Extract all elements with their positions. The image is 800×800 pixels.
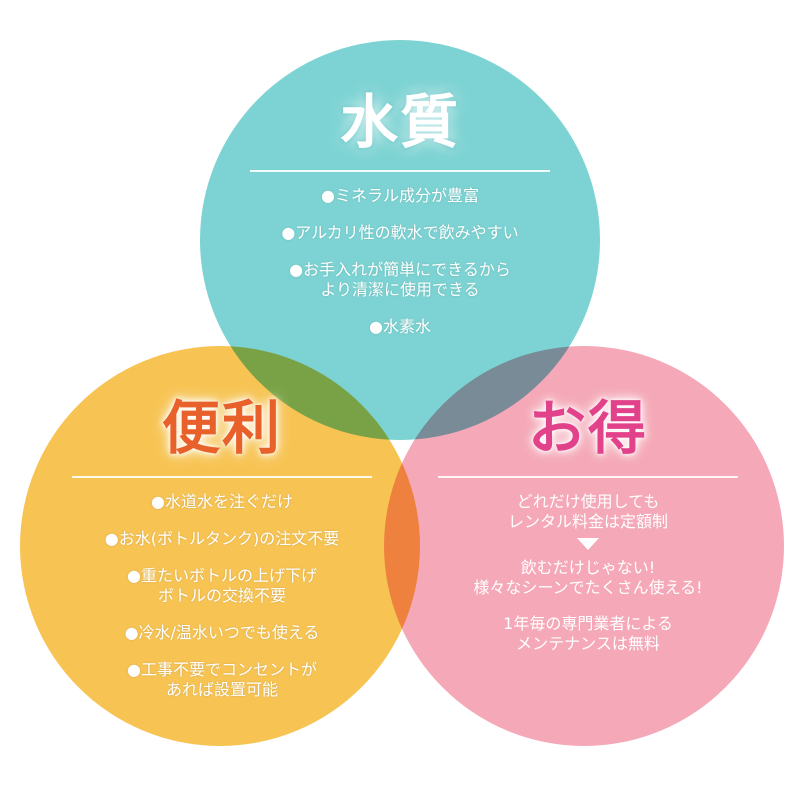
list-line: ●重たいボトルの上げ下げ xyxy=(127,566,317,585)
list-line: 様々なシーンでたくさん使える! xyxy=(473,578,703,597)
value-title: お得 xyxy=(527,394,648,462)
list-line: ●冷水/温水いつでも使える xyxy=(124,623,320,642)
list-line: 1年毎の専門業者による xyxy=(503,614,673,633)
list-item: 飲むだけじゃない! 様々なシーンでたくさん使える! xyxy=(418,558,758,598)
list-line: あれば設置可能 xyxy=(165,680,278,699)
list-line: ●ミネラル成分が豊富 xyxy=(321,186,479,205)
list-line: 飲むだけじゃない! xyxy=(520,558,656,577)
list-line: ●工事不要でコンセントが xyxy=(127,660,317,679)
water-quality-divider xyxy=(250,170,550,172)
list-item: ●お手入れが簡単にできるから より清潔に使用できる xyxy=(230,260,570,300)
list-item: ●重たいボトルの上げ下げ ボトルの交換不要 xyxy=(52,566,392,606)
list-line: メンテナンスは無料 xyxy=(516,634,660,653)
list-item: ●アルカリ性の軟水で飲みやすい xyxy=(230,223,570,243)
list-item: ●お水(ボトルタンク)の注文不要 xyxy=(52,529,392,549)
list-line: ボトルの交換不要 xyxy=(157,586,286,605)
convenience-panel: 便利 ●水道水を注ぐだけ ●お水(ボトルタンク)の注文不要 ●重たいボトルの上げ… xyxy=(52,388,392,717)
list-line: ●水素水 xyxy=(369,317,431,336)
list-line: ●お手入れが簡単にできるから xyxy=(289,260,511,279)
convenience-divider xyxy=(72,476,372,478)
water-quality-list: ●ミネラル成分が豊富 ●アルカリ性の軟水で飲みやすい ●お手入れが簡単にできるか… xyxy=(230,186,570,337)
convenience-list: ●水道水を注ぐだけ ●お水(ボトルタンク)の注文不要 ●重たいボトルの上げ下げ … xyxy=(52,492,392,700)
convenience-title: 便利 xyxy=(161,394,282,462)
list-item: ●ミネラル成分が豊富 xyxy=(230,186,570,206)
list-item: ●水素水 xyxy=(230,317,570,337)
list-item: どれだけ使用しても レンタル料金は定額制 xyxy=(418,492,758,532)
down-arrow-icon xyxy=(577,538,599,550)
list-item: ●工事不要でコンセントが あれば設置可能 xyxy=(52,660,392,700)
convenience-circle xyxy=(20,346,420,746)
list-line: ●お水(ボトルタンク)の注文不要 xyxy=(104,529,340,548)
value-panel: お得 どれだけ使用しても レンタル料金は定額制 飲むだけじゃない! 様々なシーン… xyxy=(418,388,758,670)
value-divider xyxy=(438,476,738,478)
list-item: ●冷水/温水いつでも使える xyxy=(52,623,392,643)
list-line: どれだけ使用しても xyxy=(516,492,660,511)
list-line: レンタル料金は定額制 xyxy=(507,512,668,531)
list-line: より清潔に使用できる xyxy=(320,280,480,299)
list-item: ●水道水を注ぐだけ xyxy=(52,492,392,512)
water-quality-title: 水質 xyxy=(339,88,460,156)
list-item: 1年毎の専門業者による メンテナンスは無料 xyxy=(418,614,758,654)
list-line: ●水道水を注ぐだけ xyxy=(151,492,293,511)
list-line: ●アルカリ性の軟水で飲みやすい xyxy=(281,223,519,242)
water-quality-panel: 水質 ●ミネラル成分が豊富 ●アルカリ性の軟水で飲みやすい ●お手入れが簡単にで… xyxy=(230,82,570,354)
